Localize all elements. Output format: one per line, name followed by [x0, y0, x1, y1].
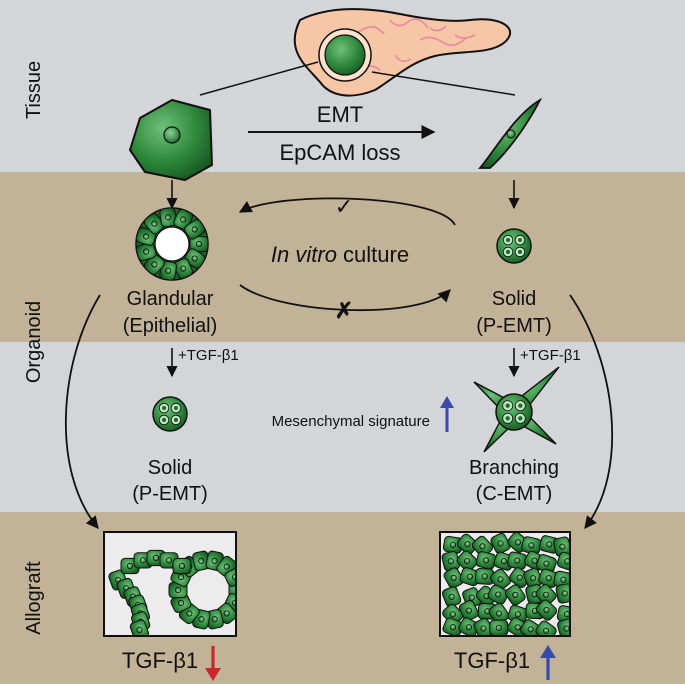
band-label-allograft: Allograft	[23, 561, 45, 635]
solid-organoid-icon-top	[496, 228, 532, 264]
glandular-name: Glandular	[127, 288, 214, 310]
allograft-solid-tissue-icon	[441, 533, 569, 635]
culture-check-mark: ✓	[335, 194, 353, 219]
epithelial-cell-icon	[129, 99, 213, 181]
mesenchymal-up-arrow-icon	[440, 396, 454, 432]
culture-arrow-bottom	[239, 284, 451, 312]
emt-label: EMT	[317, 102, 363, 127]
branching-name: Branching	[469, 457, 559, 479]
tgf-label-right: +TGF-β1	[520, 347, 581, 364]
band-label-organoid: Organoid	[23, 301, 45, 383]
organoid-band-top	[0, 172, 685, 342]
pancreas-icon	[293, 8, 512, 97]
allograft-band	[0, 512, 685, 684]
mesenchymal-cell-icon	[478, 97, 543, 169]
solid-bottom-type: (P-EMT)	[132, 483, 208, 505]
allograft-glandular-tissue-icon	[108, 549, 235, 635]
mesenchymal-signature-label: Mesenchymal signature	[272, 413, 430, 430]
culture-label-italic: In vitro	[271, 242, 337, 267]
solid-organoid-icon-bottom	[152, 396, 188, 432]
tgf-up-arrow-icon	[540, 645, 556, 680]
organoid-band-bottom	[0, 342, 685, 512]
culture-label-rest: culture	[337, 242, 409, 267]
branching-type: (C-EMT)	[476, 483, 553, 505]
culture-cross-mark: ✗	[335, 298, 353, 323]
solid-top-type: (P-EMT)	[476, 315, 552, 337]
culture-arrow-top	[238, 197, 456, 226]
solid-to-allograft-arrow	[569, 294, 614, 529]
tissue-link-left	[199, 61, 319, 96]
epcam-loss-label: EpCAM loss	[279, 140, 400, 165]
glandular-to-allograft-arrow	[64, 294, 101, 529]
solid-top-name: Solid	[492, 288, 536, 310]
glandular-organoid-icon	[135, 207, 209, 281]
glandular-type: (Epithelial)	[123, 315, 217, 337]
branching-organoid-icon	[473, 366, 560, 453]
tgf-label-left: +TGF-β1	[178, 347, 239, 364]
band-label-tissue: Tissue	[23, 61, 45, 119]
tgf-down-arrow-icon	[205, 646, 221, 681]
allograft-right-tgf-label: TGF-β1	[454, 648, 530, 673]
solid-bottom-name: Solid	[148, 457, 192, 479]
tissue-link-right	[371, 71, 516, 96]
allograft-left-tgf-label: TGF-β1	[122, 648, 198, 673]
culture-label: In vitro culture	[271, 242, 409, 267]
